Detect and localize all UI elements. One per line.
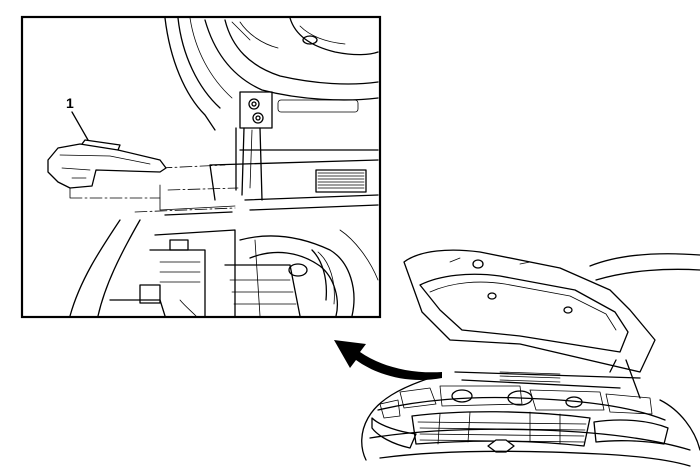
engine-bay-detail [47, 18, 379, 316]
right-headlight [593, 419, 669, 445]
chevrolet-emblem-icon [487, 439, 515, 453]
cowl-vent [499, 371, 561, 383]
callout-label-1: 1 [66, 95, 74, 111]
vehicle-overview [361, 249, 700, 467]
curved-arrow-icon [334, 340, 442, 380]
callout-leader-1 [71, 111, 89, 141]
open-hood [403, 249, 656, 373]
left-headlight [371, 417, 417, 449]
hood-prop-rod [609, 359, 641, 399]
front-grille [411, 411, 591, 453]
detail-inset: 1 [20, 15, 382, 319]
vent-grille [315, 169, 367, 193]
engine-components [379, 385, 653, 419]
air-intake-duct [47, 139, 167, 189]
